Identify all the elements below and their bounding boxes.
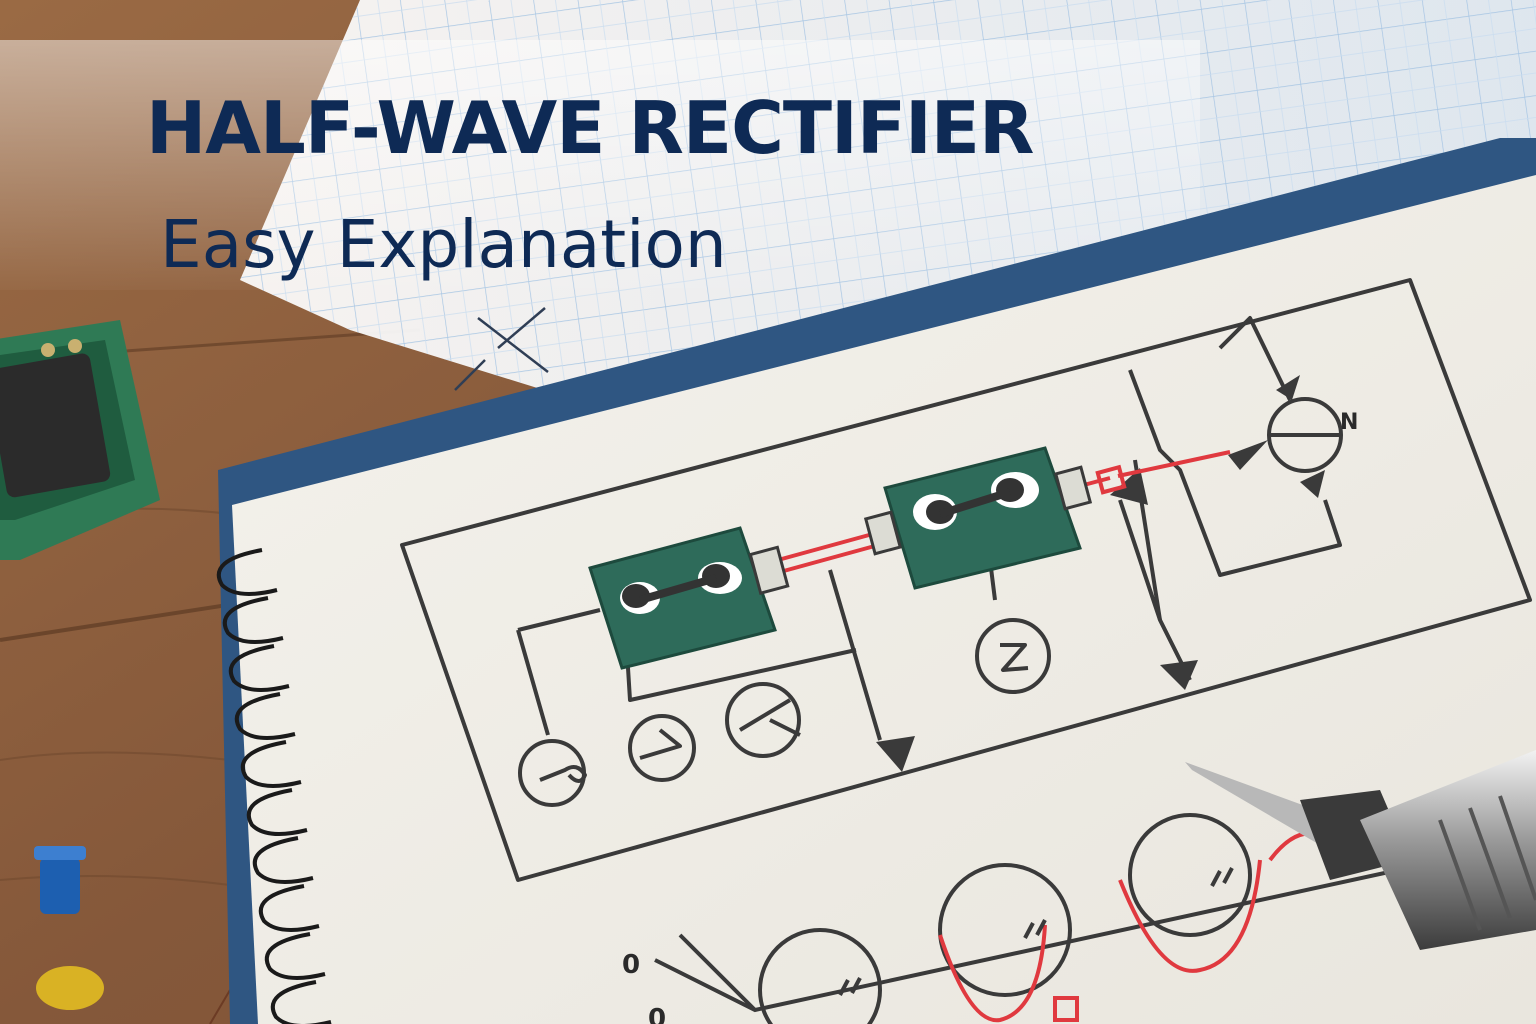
waveform-axis-label-top: 0 [622, 950, 641, 980]
page-title: HALF-WAVE RECTIFIER [146, 86, 1034, 170]
small-components [34, 846, 231, 1024]
notebook [218, 138, 1536, 1024]
waveform-axis-label-bottom: 0 [648, 1004, 667, 1024]
spiral-binding [216, 548, 332, 1024]
page-subtitle: Easy Explanation [160, 206, 727, 283]
signal-path [777, 450, 1231, 574]
pcb-board [0, 320, 160, 560]
title-backdrop [0, 40, 1200, 290]
pen [1185, 750, 1536, 950]
waveform-plot [654, 813, 1536, 1024]
circuit-schematic [400, 278, 1532, 882]
rectifier-module-left [588, 526, 790, 670]
component-mark-label: N [1340, 410, 1359, 435]
rectifier-module-right [863, 446, 1093, 590]
